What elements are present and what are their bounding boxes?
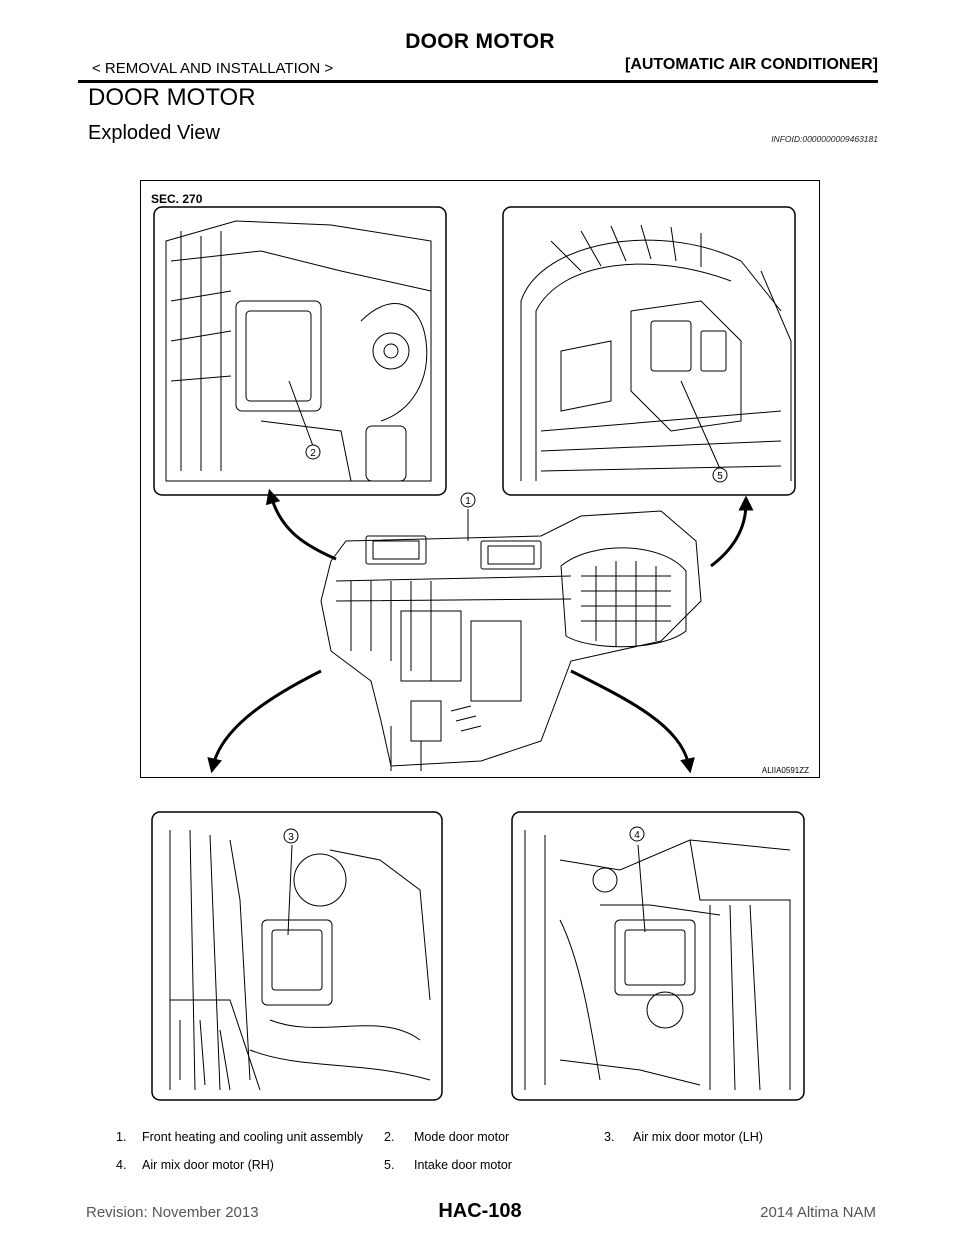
subsection-title: Exploded View bbox=[88, 122, 220, 144]
info-id: INFOID:0000000009463181 bbox=[771, 134, 878, 144]
arrow-to-air-mix-lh bbox=[207, 669, 322, 774]
inset-air-mix-rh bbox=[511, 811, 805, 1101]
inset-intake-door-motor bbox=[502, 206, 796, 496]
footer-revision: Revision: November 2013 bbox=[86, 1204, 259, 1221]
legend-num-4: 4. bbox=[116, 1158, 127, 1172]
legend-num-1: 1. bbox=[116, 1130, 127, 1144]
section-title: DOOR MOTOR bbox=[88, 84, 256, 111]
legend-num-2: 2. bbox=[384, 1130, 395, 1144]
footer-model: 2014 Altima NAM bbox=[760, 1204, 876, 1221]
legend-num-5: 5. bbox=[384, 1158, 395, 1172]
header-category: [AUTOMATIC AIR CONDITIONER] bbox=[624, 56, 878, 73]
figure-code: ALIIA0591ZZ bbox=[762, 766, 809, 775]
arrow-to-intake-door bbox=[710, 495, 754, 568]
sec-label: SEC. 270 bbox=[151, 192, 203, 206]
footer-page-number: HAC-108 bbox=[438, 1200, 522, 1222]
legend-text-1: Front heating and cooling unit assembly bbox=[142, 1130, 363, 1144]
arrow-to-mode-door bbox=[265, 488, 337, 561]
legend-text-3: Air mix door motor (LH) bbox=[633, 1130, 763, 1144]
callout-4-label: 4 bbox=[634, 830, 640, 841]
arrow-to-air-mix-rh bbox=[570, 669, 695, 774]
figure-drawing: SEC. 270 bbox=[151, 192, 809, 775]
inset-air-mix-lh bbox=[151, 811, 443, 1101]
header-breadcrumb: < REMOVAL AND INSTALLATION > bbox=[92, 60, 334, 77]
callout-3-label: 3 bbox=[288, 832, 294, 843]
legend-text-5: Intake door motor bbox=[414, 1158, 512, 1172]
heating-cooling-unit-drawing bbox=[320, 510, 702, 771]
header-rule bbox=[78, 80, 878, 83]
inset-mode-door-motor bbox=[153, 206, 447, 496]
page-title: DOOR MOTOR bbox=[405, 30, 555, 53]
legend-num-3: 3. bbox=[604, 1130, 615, 1144]
exploded-view-figure: SEC. 270 bbox=[140, 180, 820, 778]
callout-4: 4 bbox=[629, 826, 645, 842]
legend-text-4: Air mix door motor (RH) bbox=[142, 1158, 274, 1172]
legend-text-2: Mode door motor bbox=[414, 1130, 510, 1144]
callout-3: 3 bbox=[283, 828, 299, 844]
